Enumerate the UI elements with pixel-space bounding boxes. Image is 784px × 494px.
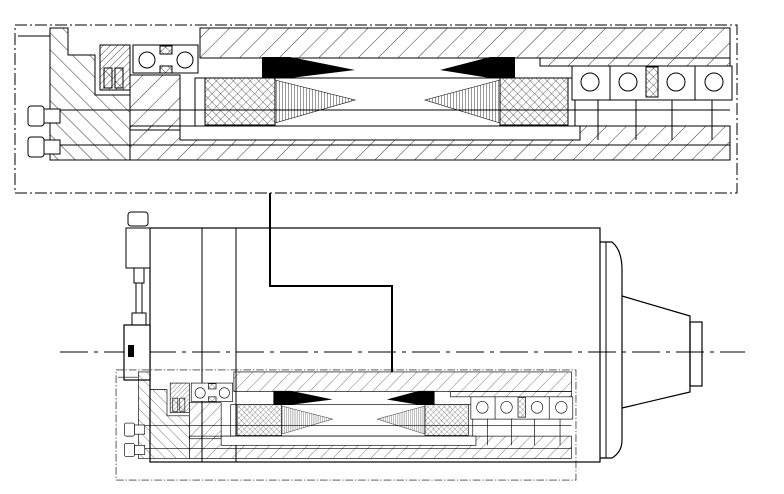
spindle-assembly-view (60, 211, 745, 481)
detail-section-view (14, 24, 738, 194)
cable-connector (123, 211, 151, 381)
leader-line (269, 193, 393, 372)
